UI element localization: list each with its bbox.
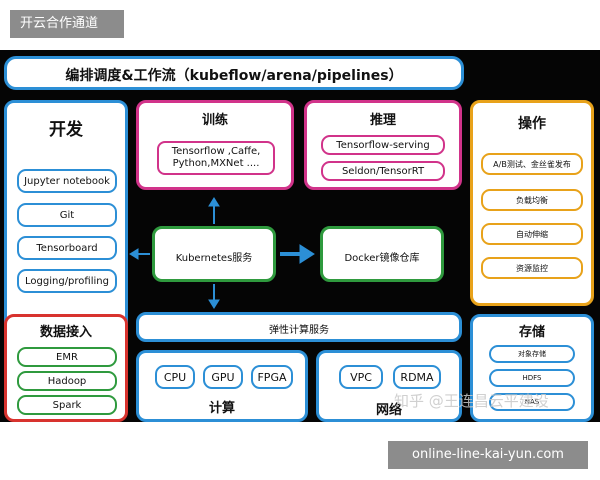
diagram-title: 编排调度&工作流（kubeflow/arena/pipelines） [65, 68, 403, 84]
ops-item-monitoring: 资源监控 [481, 257, 583, 279]
arrows-layer [129, 197, 315, 309]
storage-item-hdfs: HDFS [489, 369, 575, 387]
data-item-spark: Spark [17, 395, 117, 415]
storage-heading: 存储 [518, 325, 545, 340]
inference-item-serving: Tensorflow-serving [321, 135, 445, 155]
ops-panel: 操作 A/B测试、金丝雀发布 负载均衡 自动伸缩 资源监控 [470, 100, 594, 306]
train-frameworks: Tensorflow ,Caffe, Python,MXNet .... [157, 141, 275, 175]
compute-panel: CPU GPU FPGA 计算 [136, 350, 308, 422]
dev-heading: 开发 [49, 120, 83, 140]
watermark-bottom-label: online-line-kai-yun.com [388, 441, 588, 469]
kubernetes-box: Kubernetes服务 [152, 226, 276, 282]
inference-panel: 推理 Tensorflow-serving Seldon/TensorRT [304, 100, 462, 190]
compute-heading: 计算 [208, 401, 235, 416]
kubernetes-label: Kubernetes服务 [175, 253, 253, 264]
docker-box: Docker镜像仓库 [320, 226, 444, 282]
compute-item-fpga: FPGA [251, 365, 293, 389]
arrow-head-left [129, 248, 139, 260]
inference-item-seldon: Seldon/TensorRT [321, 161, 445, 181]
docker-label: Docker镜像仓库 [344, 253, 420, 264]
compute-item-gpu: GPU [203, 365, 243, 389]
data-item-hadoop: Hadoop [17, 371, 117, 391]
train-panel: 训练 Tensorflow ,Caffe, Python,MXNet .... [136, 100, 294, 190]
network-panel: VPC RDMA 网络 [316, 350, 462, 422]
arrow-head-right [299, 244, 315, 264]
dev-item-git: Git [17, 203, 117, 227]
data-item-emr: EMR [17, 347, 117, 367]
ops-item-load-balance: 负载均衡 [481, 189, 583, 211]
ops-item-autoscale: 自动伸缩 [481, 223, 583, 245]
dev-item-logging: Logging/profiling [17, 269, 117, 293]
zhihu-watermark: 知乎 @王连昌云平建设 [394, 392, 549, 410]
storage-panel: 存储 对象存储 HDFS NAS [470, 314, 594, 422]
ops-item-ab-test: A/B测试、金丝雀发布 [481, 153, 583, 175]
network-item-vpc: VPC [339, 365, 383, 389]
storage-item-nas: NAS [489, 393, 575, 411]
network-item-rdma: RDMA [393, 365, 441, 389]
compute-item-cpu: CPU [155, 365, 195, 389]
elastic-compute-bar: 弹性计算服务 [136, 312, 462, 342]
storage-item-object: 对象存储 [489, 345, 575, 363]
arrow-head-up [208, 197, 220, 207]
architecture-diagram: 编排调度&工作流（kubeflow/arena/pipelines） 开发 Ju… [0, 50, 600, 422]
dev-panel: 开发 Jupyter notebook Git Tensorboard Logg… [4, 100, 128, 354]
elastic-compute-label: 弹性计算服务 [269, 325, 329, 336]
inference-heading: 推理 [369, 113, 396, 128]
network-heading: 网络 [375, 403, 402, 418]
dev-item-tensorboard: Tensorboard [17, 236, 117, 260]
watermark-top-label: 开云合作通道 [10, 10, 124, 38]
arrow-head-down [208, 299, 220, 309]
title-bar: 编排调度&工作流（kubeflow/arena/pipelines） [4, 56, 464, 90]
dev-item-jupyter: Jupyter notebook [17, 169, 117, 193]
train-heading: 训练 [201, 113, 228, 128]
ops-heading: 操作 [518, 116, 546, 132]
data-ingestion-panel: 数据接入 EMR Hadoop Spark [4, 314, 128, 422]
data-ingestion-heading: 数据接入 [39, 325, 92, 340]
